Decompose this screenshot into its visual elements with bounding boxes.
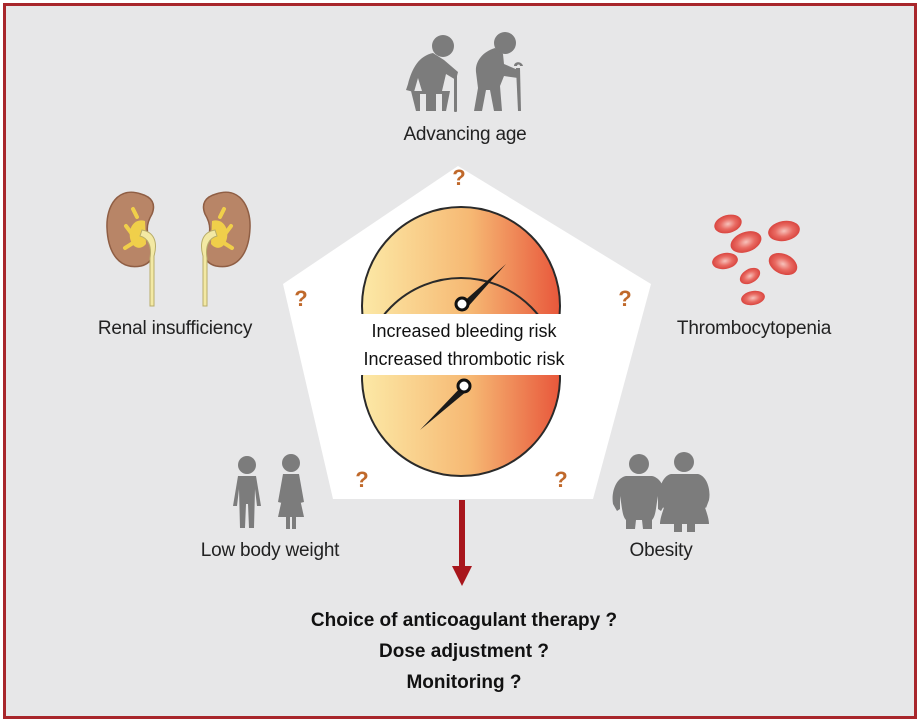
kidneys-icon bbox=[106, 191, 251, 307]
thrombotic-risk-label: Increased thrombotic risk bbox=[363, 349, 565, 369]
factor-label-renal-insufficiency: Renal insufficiency bbox=[97, 318, 253, 339]
outcome-dose-adjustment: Dose adjustment ? bbox=[379, 641, 549, 662]
thrombotic-needle bbox=[420, 386, 467, 430]
question-mark-right: ? bbox=[618, 286, 632, 311]
question-mark-top: ? bbox=[452, 165, 466, 190]
outcome-monitoring: Monitoring ? bbox=[406, 672, 522, 693]
diagram-art bbox=[106, 32, 800, 586]
factor-label-obesity: Obesity bbox=[629, 540, 693, 561]
thin-people-icon bbox=[233, 454, 304, 529]
outcome-anticoagulant-choice: Choice of anticoagulant therapy ? bbox=[310, 610, 618, 631]
question-mark-bottom-left: ? bbox=[355, 467, 369, 492]
red-blood-cells-icon bbox=[712, 214, 800, 306]
elderly-people-icon bbox=[406, 32, 523, 112]
factor-label-thrombocytopenia: Thrombocytopenia bbox=[676, 318, 832, 339]
diagram-frame: Advancing age Renal insufficiency Thromb… bbox=[3, 3, 917, 719]
gauge-label-band bbox=[346, 314, 578, 375]
question-mark-bottom-right: ? bbox=[554, 467, 568, 492]
question-mark-left: ? bbox=[294, 286, 308, 311]
gauges bbox=[346, 206, 578, 477]
bleeding-needle bbox=[461, 264, 506, 309]
down-arrow-icon bbox=[452, 500, 472, 586]
bleeding-needle-hub bbox=[454, 296, 470, 312]
thrombotic-needle-hub bbox=[456, 378, 472, 394]
factor-label-advancing-age: Advancing age bbox=[403, 124, 527, 145]
bleeding-risk-label: Increased bleeding risk bbox=[371, 321, 557, 341]
obese-people-icon bbox=[612, 452, 710, 532]
factor-label-low-body-weight: Low body weight bbox=[200, 540, 340, 561]
